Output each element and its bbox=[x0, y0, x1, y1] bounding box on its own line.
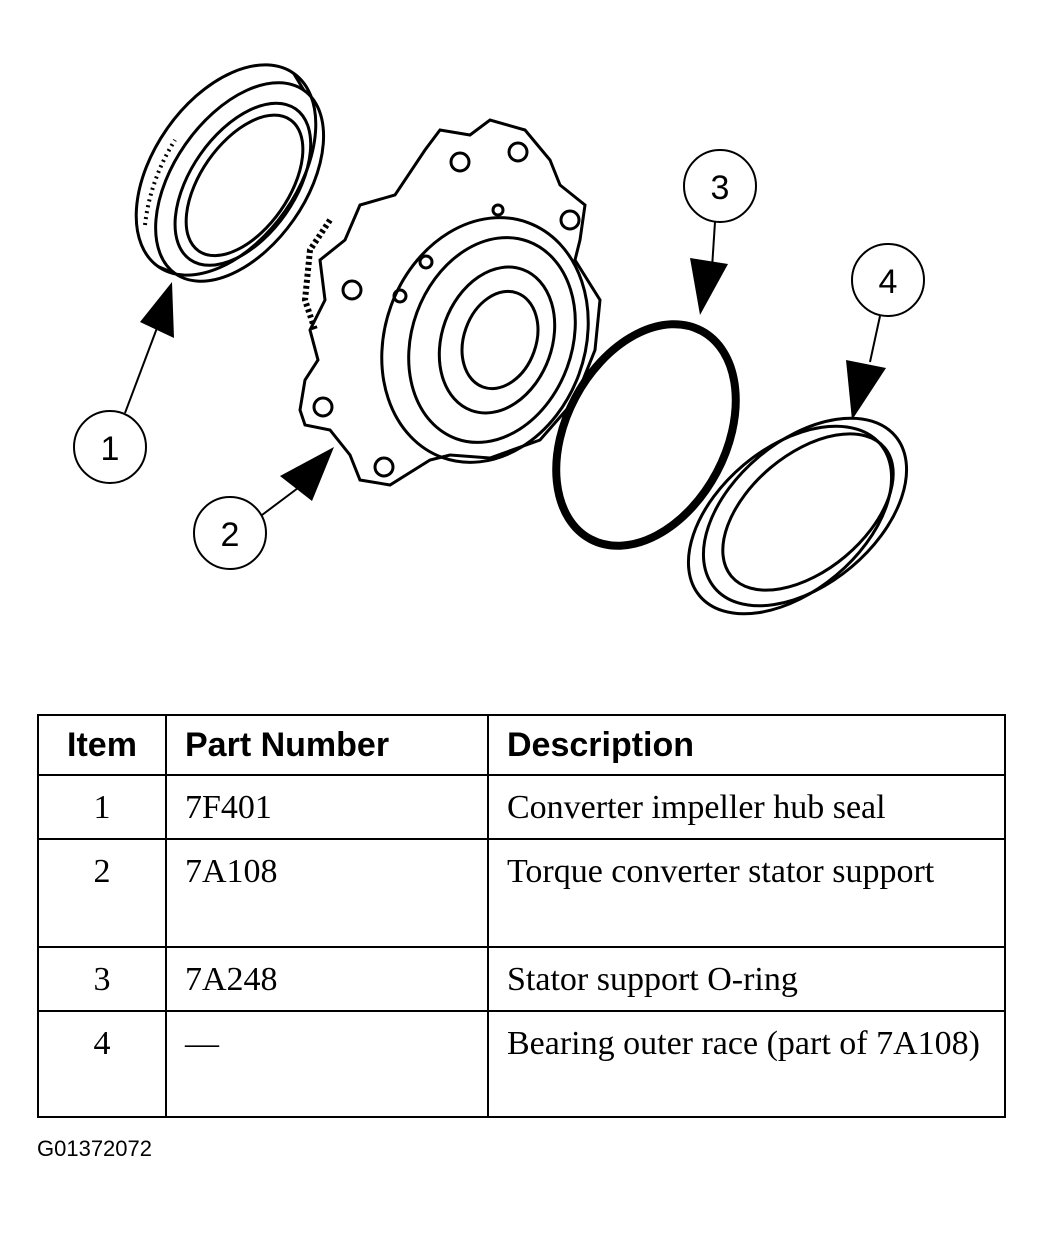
cell-item: 3 bbox=[37, 946, 167, 1012]
header-item: Item bbox=[37, 714, 167, 776]
table-row: 2 7A108 Torque converter stator support bbox=[37, 838, 1006, 948]
header-part-number: Part Number bbox=[165, 714, 489, 776]
bearing-race-drawing bbox=[686, 416, 909, 616]
hub-seal-drawing bbox=[134, 63, 326, 283]
callout-2: 2 bbox=[193, 447, 334, 570]
cell-part-number: 7A108 bbox=[165, 838, 489, 948]
cell-description: Stator support O-ring bbox=[487, 946, 1006, 1012]
callout-4-label: 4 bbox=[879, 263, 898, 301]
table-row: 3 7A248 Stator support O-ring bbox=[37, 946, 1006, 1012]
callout-4: 4 bbox=[846, 243, 925, 420]
callout-1-label: 1 bbox=[101, 430, 120, 468]
callout-3: 3 bbox=[683, 149, 757, 315]
cell-item: 1 bbox=[37, 774, 167, 840]
stator-support-drawing bbox=[298, 118, 602, 487]
parts-table: Item Part Number Description 1 7F401 Con… bbox=[37, 714, 1006, 1118]
cell-description: Torque converter stator support bbox=[487, 838, 1006, 948]
header-description: Description bbox=[487, 714, 1006, 776]
cell-item: 4 bbox=[37, 1010, 167, 1118]
figure-id: G01372072 bbox=[37, 1136, 152, 1161]
exploded-parts-diagram: 1 2 3 4 bbox=[73, 63, 925, 616]
cell-part-number: — bbox=[165, 1010, 489, 1118]
cell-part-number: 7F401 bbox=[165, 774, 489, 840]
o-ring-drawing bbox=[552, 320, 740, 550]
cell-description: Converter impeller hub seal bbox=[487, 774, 1006, 840]
cell-item: 2 bbox=[37, 838, 167, 948]
table-row: 1 7F401 Converter impeller hub seal bbox=[37, 774, 1006, 840]
callout-3-label: 3 bbox=[711, 169, 730, 207]
callout-2-label: 2 bbox=[221, 516, 240, 554]
table-header-row: Item Part Number Description bbox=[37, 714, 1006, 776]
cell-part-number: 7A248 bbox=[165, 946, 489, 1012]
callout-1: 1 bbox=[73, 282, 174, 484]
table-row: 4 — Bearing outer race (part of 7A108) bbox=[37, 1010, 1006, 1118]
cell-description: Bearing outer race (part of 7A108) bbox=[487, 1010, 1006, 1118]
